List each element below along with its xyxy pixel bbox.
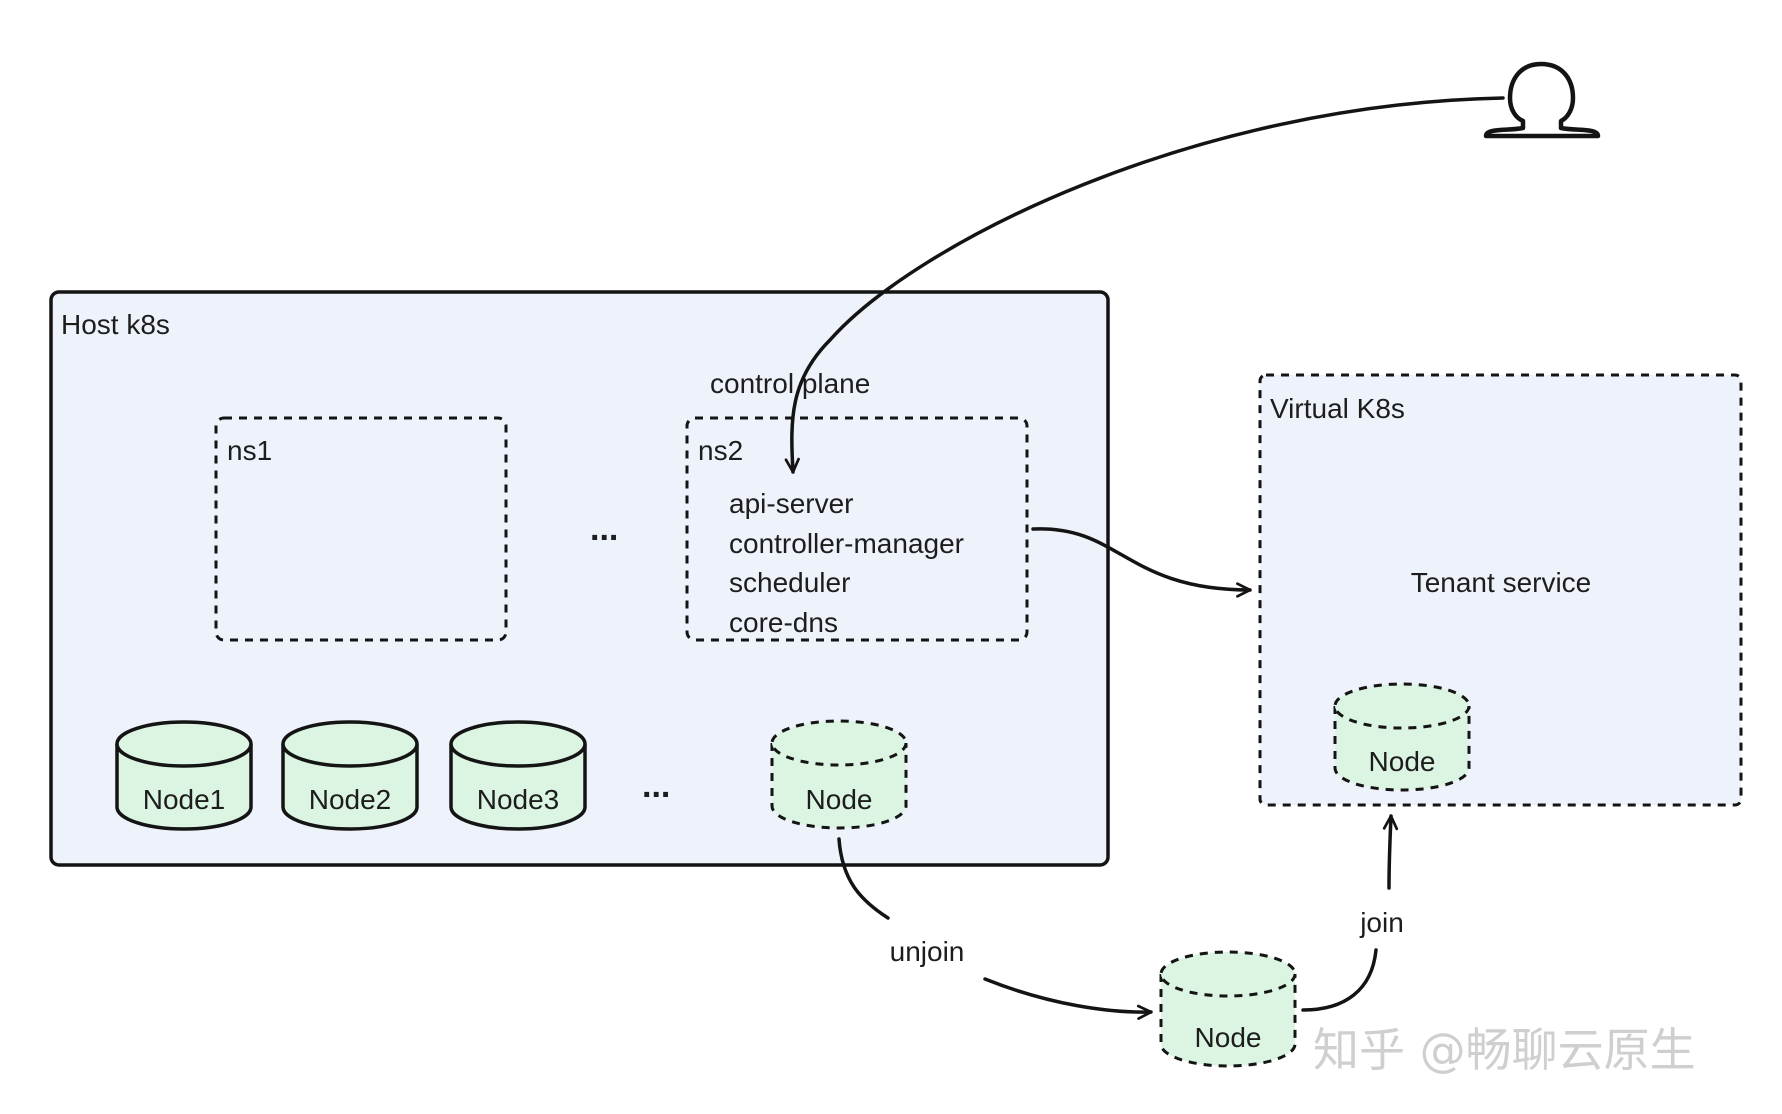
unjoin-connector-lower xyxy=(983,977,1153,1020)
virtual-node: Node xyxy=(1333,682,1471,792)
component-controller-manager: controller-manager xyxy=(729,528,964,559)
join-connector-upper xyxy=(1382,814,1399,890)
virtual-node-label: Node xyxy=(1369,746,1436,777)
namespace-ellipsis: ... xyxy=(590,510,618,548)
ns2-to-virtual-connector xyxy=(1031,527,1252,598)
unjoin-connector-upper xyxy=(837,837,890,920)
host-k8s-title: Host k8s xyxy=(61,309,170,340)
join-label: join xyxy=(1359,907,1404,938)
user-icon xyxy=(1483,61,1601,139)
watermark-text: 知乎 @畅聊云原生 xyxy=(1313,1023,1696,1077)
node-ellipsis: ... xyxy=(642,767,670,805)
ns2-namespace xyxy=(685,416,1029,642)
host-node-3: Node3 xyxy=(449,720,587,831)
host-node-2: Node2 xyxy=(281,720,419,831)
tenant-service-label: Tenant service xyxy=(1411,567,1592,598)
component-scheduler: scheduler xyxy=(729,567,850,598)
host-node-3-label: Node3 xyxy=(477,784,560,815)
host-moving-node: Node xyxy=(770,719,908,830)
join-connector-lower xyxy=(1301,948,1378,1012)
ns2-label: ns2 xyxy=(698,435,743,466)
transit-node: Node xyxy=(1159,950,1297,1068)
host-node-2-label: Node2 xyxy=(309,784,392,815)
unjoin-label: unjoin xyxy=(890,936,965,967)
component-api-server: api-server xyxy=(729,488,853,519)
host-node-1: Node1 xyxy=(115,720,253,831)
ns1-namespace xyxy=(214,416,508,642)
transit-node-label: Node xyxy=(1195,1022,1262,1053)
host-node-1-label: Node1 xyxy=(143,784,226,815)
ns1-label: ns1 xyxy=(227,435,272,466)
virtual-k8s-title: Virtual K8s xyxy=(1270,393,1405,424)
user-to-api-server-connector xyxy=(784,96,1505,474)
control-plane-label: control plane xyxy=(710,368,870,399)
host-moving-node-label: Node xyxy=(806,784,873,815)
component-core-dns: core-dns xyxy=(729,607,838,638)
